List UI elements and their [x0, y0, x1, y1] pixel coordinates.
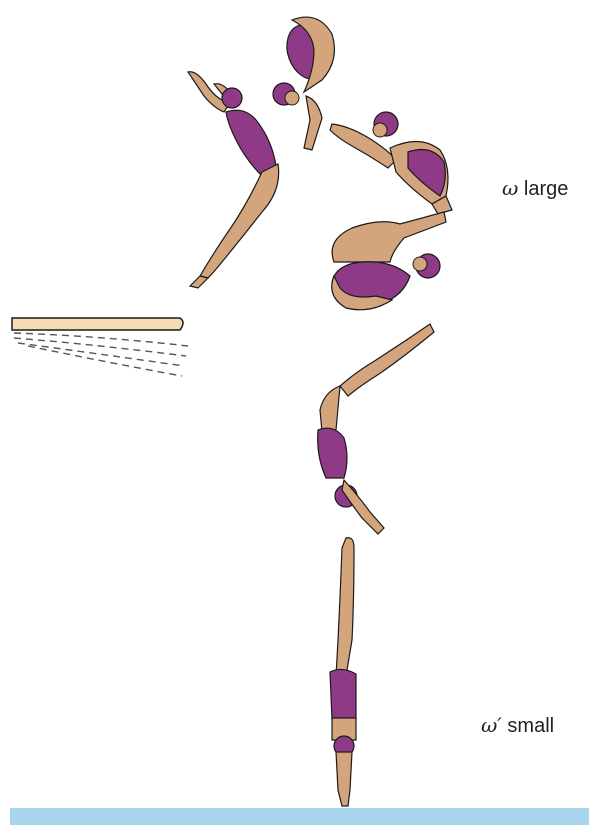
omega-prime-symbol: ω′ [481, 713, 502, 737]
diver-tuck-descending [332, 212, 446, 310]
diver-straight-position [330, 538, 356, 806]
omega-symbol: ω [502, 176, 518, 200]
diver-layout-position [188, 72, 279, 288]
label-omega-large: ω large [502, 176, 568, 201]
omega-small-text: small [507, 715, 554, 737]
diving-board [12, 318, 188, 376]
water-surface [10, 808, 589, 825]
diver-tuck-rotating [330, 112, 452, 214]
diver-tuck-apex [273, 17, 336, 150]
diver-pike-position [318, 324, 434, 534]
label-omega-prime-small: ω′ small [481, 713, 554, 738]
omega-large-text: large [524, 178, 568, 200]
